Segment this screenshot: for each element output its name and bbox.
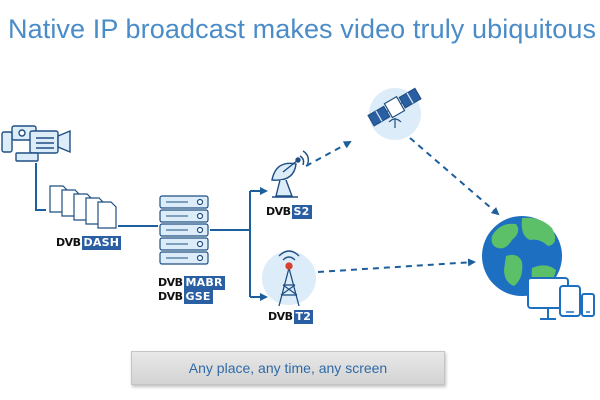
dvb-dash-prefix: DVB (56, 236, 81, 249)
dvb-mabr-standard: MABR (183, 276, 225, 290)
satellite-icon (367, 87, 422, 140)
dvb-gse-prefix: DVB (158, 290, 183, 303)
dvb-gse-logo: DVB GSE (158, 290, 213, 304)
camera-to-segments-line (35, 163, 46, 211)
dvb-gse-standard: GSE (183, 290, 213, 304)
dvb-s2-logo: DVB S2 (266, 205, 312, 219)
caption-box: Any place, any time, any screen (131, 351, 445, 385)
segments-stack-icon (49, 185, 117, 229)
dvb-s2-prefix: DVB (266, 205, 291, 218)
caption-text: Any place, any time, any screen (188, 360, 388, 376)
dvb-t2-standard: T2 (293, 310, 314, 324)
devices-icon (527, 277, 595, 320)
dvb-dash-logo: DVB DASH (56, 236, 122, 250)
satellite-dish-icon (271, 150, 310, 198)
dish-to-satellite-link (305, 141, 352, 167)
server-stack-icon (159, 195, 209, 265)
dvb-mabr-logo: DVB MABR (158, 276, 225, 290)
dvb-s2-standard: S2 (291, 205, 312, 219)
transmission-tower-icon (262, 250, 316, 307)
tower-to-globe-link (317, 258, 476, 273)
slide-title: Native IP broadcast makes video truly ub… (8, 14, 597, 44)
dvb-mabr-prefix: DVB (158, 276, 183, 289)
satellite-to-globe-link (409, 137, 500, 216)
dvb-t2-logo: DVB T2 (268, 310, 314, 324)
video-camera-icon (1, 125, 71, 162)
dvb-dash-standard: DASH (81, 236, 122, 250)
dvb-t2-prefix: DVB (268, 310, 293, 323)
